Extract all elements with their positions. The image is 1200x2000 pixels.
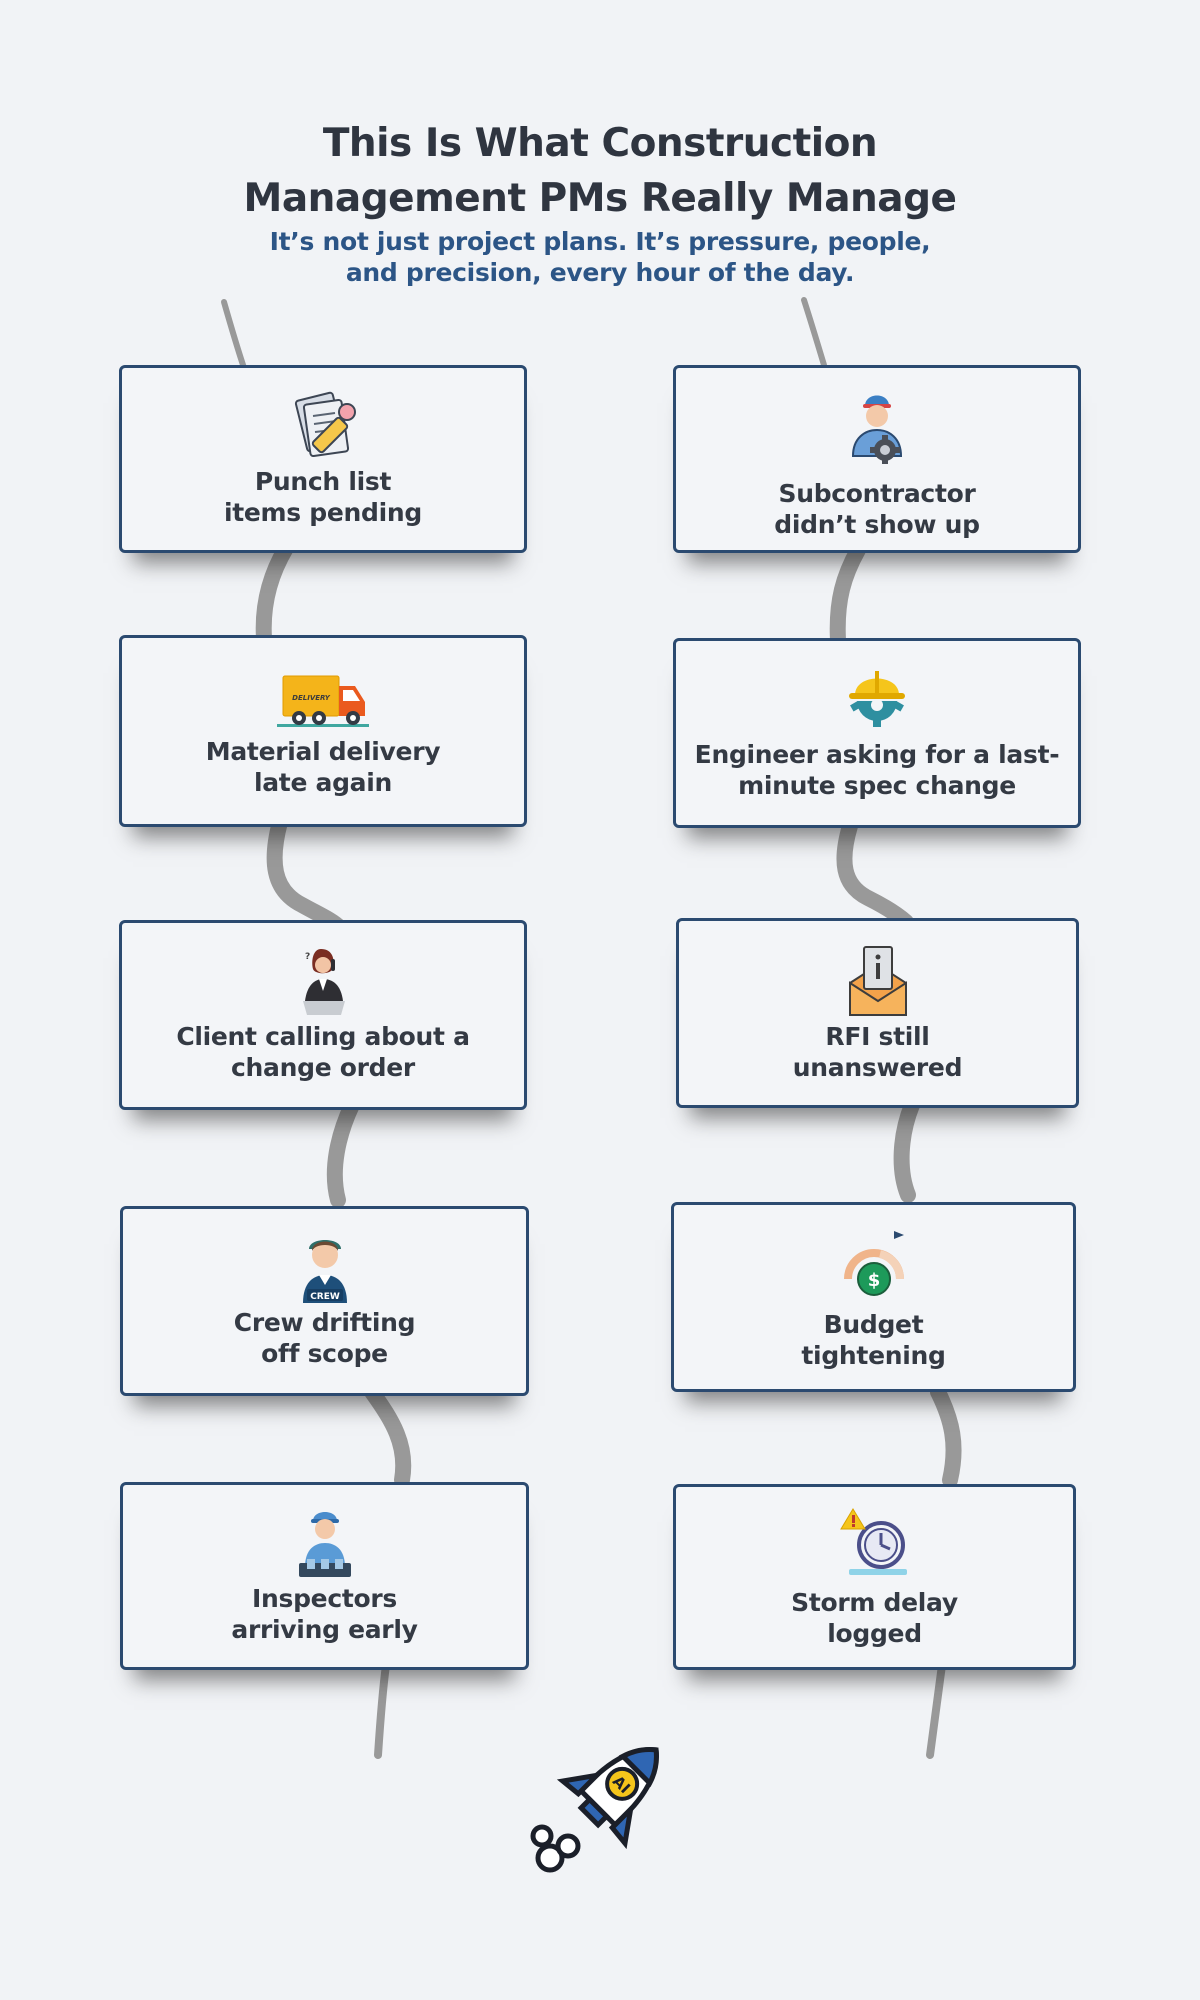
card-inspectors: Inspectors arriving early bbox=[120, 1482, 529, 1670]
subtitle-line-1: It’s not just project plans. It’s pressu… bbox=[269, 227, 931, 256]
hardhat-gear-icon bbox=[829, 663, 925, 737]
card-rfi-unanswered: RFI still unanswered bbox=[676, 918, 1079, 1108]
right-track-segment bbox=[930, 1384, 962, 1488]
svg-text:?: ? bbox=[305, 952, 310, 962]
left-track-segment bbox=[364, 1384, 412, 1488]
left-track-segment bbox=[255, 540, 294, 646]
card-label: Punch list items pending bbox=[223, 467, 423, 527]
card-engineer-spec-change: Engineer asking for a last- minute spec … bbox=[673, 638, 1081, 828]
page-subtitle: It’s not just project plans. It’s pressu… bbox=[0, 226, 1200, 288]
card-label: Crew drifting off scope bbox=[233, 1308, 416, 1368]
right-track-segment bbox=[893, 1097, 920, 1203]
title-line-2: Management PMs Really Manage bbox=[243, 176, 957, 221]
truck-text: DELIVERY bbox=[292, 694, 331, 702]
right-track-segment-top bbox=[801, 297, 827, 368]
left-track-segment bbox=[326, 1097, 360, 1208]
card-label: RFI still unanswered bbox=[792, 1022, 963, 1082]
card-budget-tightening: $ Budget tightening bbox=[671, 1202, 1076, 1392]
svg-text:$: $ bbox=[867, 1270, 880, 1291]
left-track-segment-top bbox=[221, 299, 247, 371]
client-phone-call-icon: ? bbox=[275, 945, 371, 1019]
subcontractor-gear-icon bbox=[829, 390, 925, 464]
right-track-segment bbox=[829, 542, 866, 648]
card-storm-delay: Storm delay logged bbox=[673, 1484, 1076, 1670]
rfi-envelope-icon bbox=[830, 943, 926, 1017]
storm-clock-icon bbox=[827, 1505, 923, 1579]
page-title: This Is What Construction Management PMs… bbox=[0, 116, 1200, 226]
left-track-segment bbox=[266, 814, 348, 936]
budget-gauge-icon: $ bbox=[826, 1223, 922, 1297]
card-material-delivery: DELIVERY Material delivery late again bbox=[119, 635, 527, 827]
delivery-truck-icon: DELIVERY bbox=[275, 660, 371, 734]
left-track-segment-bottom bbox=[374, 1661, 390, 1759]
card-label: Subcontractor didn’t show up bbox=[774, 479, 980, 539]
crew-badge-text: CREW bbox=[310, 1292, 340, 1302]
subtitle-line-2: and precision, every hour of the day. bbox=[345, 258, 855, 287]
right-track-segment bbox=[836, 818, 914, 930]
card-label: Inspectors arriving early bbox=[231, 1584, 418, 1644]
card-client-calling: ? Client calling about a change order bbox=[119, 920, 527, 1110]
card-label: Engineer asking for a last- minute spec … bbox=[694, 740, 1060, 800]
card-crew-drifting: CREW Crew drifting off scope bbox=[120, 1206, 529, 1396]
crew-worker-icon: CREW bbox=[277, 1231, 373, 1305]
card-label: Budget tightening bbox=[801, 1310, 946, 1370]
right-track-segment-bottom bbox=[926, 1661, 946, 1759]
title-line-1: This Is What Construction bbox=[322, 121, 878, 166]
card-label: Material delivery late again bbox=[205, 737, 441, 797]
ai-rocket-icon: AI bbox=[528, 1726, 676, 1880]
card-punch-list: Punch list items pending bbox=[119, 365, 527, 553]
clipboard-pencil-icon bbox=[275, 390, 371, 464]
card-label: Client calling about a change order bbox=[176, 1022, 470, 1082]
inspector-icon bbox=[277, 1507, 373, 1581]
card-subcontractor: Subcontractor didn’t show up bbox=[673, 365, 1081, 553]
card-label: Storm delay logged bbox=[791, 1588, 958, 1648]
